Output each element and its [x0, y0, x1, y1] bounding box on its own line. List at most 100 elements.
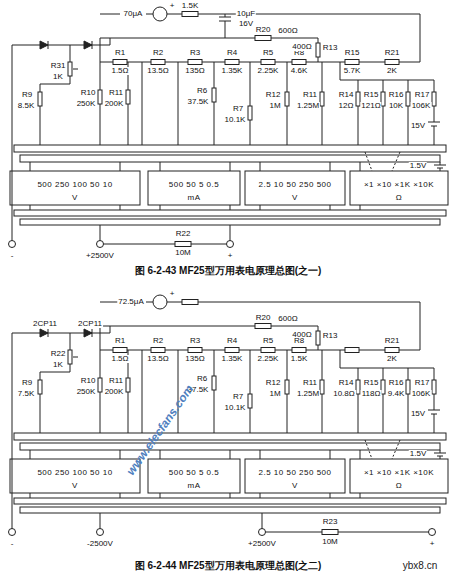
component-label: R7: [232, 393, 244, 401]
component-label: R3: [189, 337, 201, 345]
component-label: R23: [322, 518, 339, 526]
scale-label: 2.5 10 50 250 500: [257, 181, 332, 189]
component-label: R12: [265, 91, 282, 99]
component-label: 9.4K: [387, 390, 405, 398]
component-label: 1M: [268, 102, 281, 110]
component-label: 13.5Ω: [146, 67, 170, 75]
component-label: 1.5V: [409, 450, 427, 458]
component-label: R13: [322, 332, 339, 340]
component-label: 121Ω: [360, 102, 381, 110]
component-label: 15V: [410, 410, 426, 418]
site-mark: ybx8.cn: [402, 561, 438, 571]
scale-label: V: [291, 482, 299, 490]
component-label: R6: [196, 375, 208, 383]
component-label: +2500V: [85, 252, 115, 260]
component-label: 1.25M: [296, 390, 320, 398]
component-label: R21: [384, 337, 401, 345]
component-label: R22: [50, 350, 67, 358]
component-label: 250K: [76, 100, 97, 108]
component-label: -2500V: [86, 540, 114, 548]
scale-label: mA: [187, 482, 202, 490]
component-label: R12: [265, 379, 282, 387]
scale-label: V: [71, 482, 79, 490]
component-label: R22: [175, 230, 192, 238]
component-label: 16V: [238, 20, 254, 28]
component-label: 106K: [411, 390, 432, 398]
component-label: 600Ω: [277, 27, 298, 35]
component-label: R10: [80, 89, 97, 97]
component-label: R1: [114, 49, 126, 57]
terminals-one: [9, 14, 234, 248]
circuit-one: [10, 7, 448, 238]
component-label: 106K: [411, 102, 432, 110]
scale-label: ×1 ×10 ×1K ×10K: [363, 181, 435, 189]
component-label: R21: [384, 49, 401, 57]
component-label: 400Ω: [291, 43, 312, 51]
component-label: R11: [108, 89, 124, 97]
component-label: 2CP11: [77, 320, 103, 328]
component-label: R20: [255, 314, 272, 322]
component-label: 1.35K: [221, 67, 244, 75]
component-label: 10μF: [236, 10, 256, 18]
component-label: R9: [21, 379, 33, 387]
component-label: 1.5Ω: [110, 355, 129, 363]
component-label: 7.5K: [17, 390, 35, 398]
component-label: 118Ω: [361, 390, 382, 398]
component-label: 72.5μA: [117, 298, 145, 306]
component-label: R6: [196, 87, 208, 95]
watermark: www.elecfans.com: [124, 382, 196, 478]
component-label: R16: [388, 379, 405, 387]
component-label: 13.5Ω: [146, 355, 170, 363]
component-label: 1.5K: [290, 355, 308, 363]
component-label: R14: [338, 91, 355, 99]
component-label: R15: [363, 91, 380, 99]
scale-label: 2.5 10 50 250 500: [257, 469, 332, 477]
component-label: +: [169, 290, 176, 298]
component-label: 10K: [388, 102, 404, 110]
component-label: 5.7K: [343, 67, 361, 75]
component-label: 12Ω: [338, 102, 355, 110]
component-label: 600Ω: [277, 315, 298, 323]
component-label: 8.5K: [17, 102, 35, 110]
component-label: R2: [152, 49, 164, 57]
component-label: 250K: [76, 388, 97, 396]
component-label: 200K: [104, 100, 125, 108]
component-label: 1.25M: [296, 102, 320, 110]
component-label: 15V: [410, 122, 426, 130]
scale-label: 500 50 5 0.5: [168, 469, 220, 477]
component-label: 135Ω: [184, 67, 205, 75]
component-label: 200K: [104, 388, 125, 396]
component-label: 70μA: [123, 10, 144, 18]
scale-label: 500 250 100 50 10: [36, 181, 113, 189]
component-label: 1.5V: [409, 162, 427, 170]
component-label: 2CP11: [32, 320, 58, 328]
component-label: 10M: [174, 249, 192, 257]
component-label: R14: [338, 379, 355, 387]
component-label: 1K: [52, 73, 64, 81]
component-label: R11: [108, 377, 124, 385]
component-label: R20: [255, 26, 272, 34]
component-label: R31: [50, 62, 67, 70]
component-label: R11: [302, 91, 318, 99]
component-label: 10.1K: [224, 404, 247, 412]
figure-caption: 图 6-2-44 MF25型万用表电原理总图(之二): [134, 561, 323, 571]
component-label: +2500V: [247, 540, 277, 548]
component-label: 1.5Ω: [110, 67, 129, 75]
component-label: R9: [21, 91, 33, 99]
scale-label: 500 50 5 0.5: [168, 181, 220, 189]
component-label: R13: [322, 44, 339, 52]
component-label: R3: [189, 49, 201, 57]
component-label: +: [429, 540, 436, 548]
scale-label: Ω: [395, 482, 403, 490]
component-label: +: [227, 252, 234, 260]
component-label: R8: [293, 337, 305, 345]
component-label: -: [10, 252, 15, 260]
component-label: 2.25K: [257, 67, 280, 75]
component-label: 2K: [386, 67, 398, 75]
component-label: R5: [262, 337, 274, 345]
component-label: 1K: [52, 361, 64, 369]
component-label: 4.6K: [290, 67, 308, 75]
component-label: -: [10, 540, 15, 548]
